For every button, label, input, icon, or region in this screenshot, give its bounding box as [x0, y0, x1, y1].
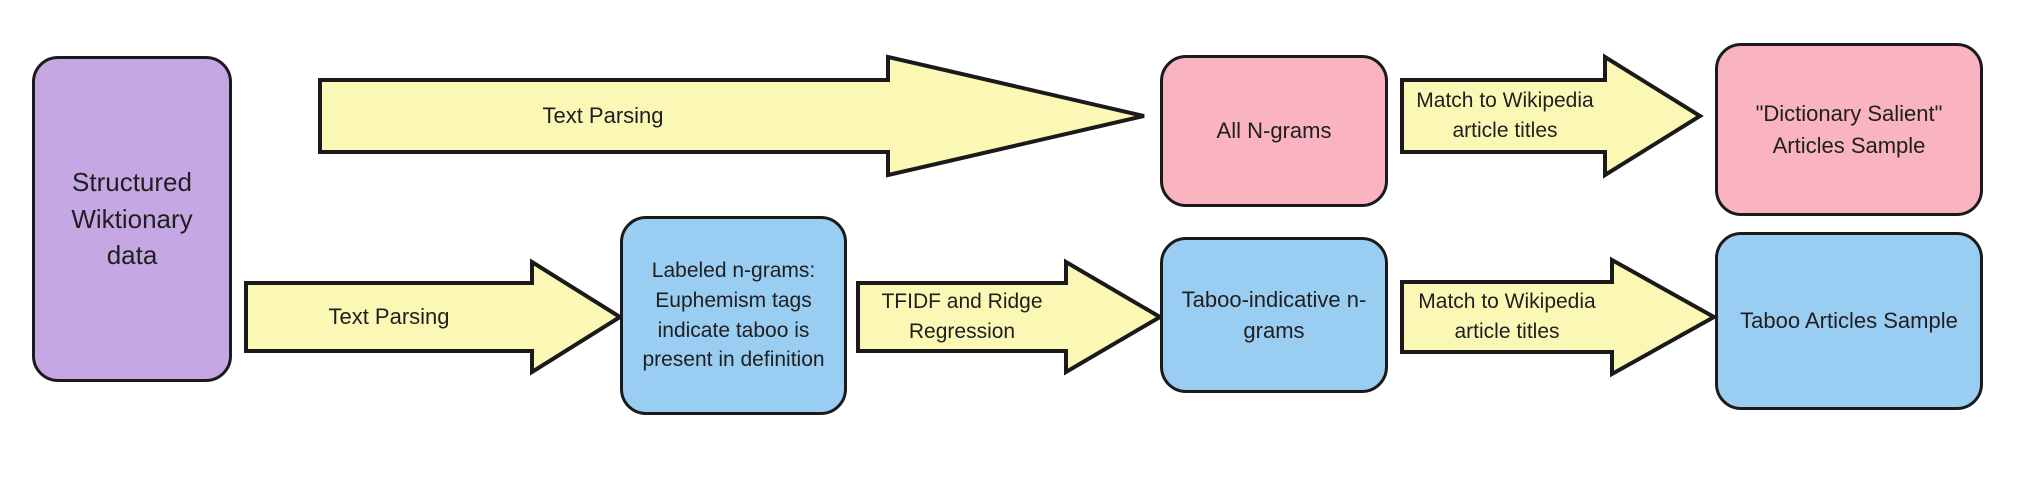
node-taboo-indicative-n-grams[interactable]: Taboo-indicative n- grams [1160, 237, 1388, 393]
node-taboo-indicative-n-grams-label: Taboo-indicative n- grams [1181, 286, 1367, 343]
arrow-text-parsing-bottom-shape [244, 258, 624, 376]
node-labeled-n-grams[interactable]: Labeled n-grams: Euphemism tags indicate… [620, 216, 847, 415]
arrow-match-wikipedia-bottom-shape [1400, 256, 1719, 378]
node-all-n-grams[interactable]: All N-grams [1160, 55, 1388, 207]
arrow-tfidf-ridge[interactable]: TFIDF and Ridge Regression [856, 258, 1164, 376]
node-taboo-articles-sample[interactable]: Taboo Articles Sample [1715, 232, 1983, 410]
node-structured-wiktionary-data[interactable]: Structured Wiktionary data [32, 56, 232, 382]
node-taboo-articles-sample-label: Taboo Articles Sample [1740, 308, 1958, 334]
node-labeled-n-grams-label: Labeled n-grams: Euphemism tags indicate… [642, 258, 825, 372]
arrow-match-wikipedia-top-shape [1400, 53, 1704, 179]
node-dictionary-salient-articles-sample-label: "Dictionary Salient" Articles Sample [1755, 101, 1943, 158]
arrow-match-wikipedia-bottom[interactable]: Match to Wikipedia article titles [1400, 256, 1719, 378]
node-structured-wiktionary-data-label: Structured Wiktionary data [71, 166, 193, 271]
arrow-text-parsing-top[interactable]: Text Parsing [318, 54, 1146, 178]
arrow-text-parsing-bottom[interactable]: Text Parsing [244, 258, 624, 376]
arrow-match-wikipedia-top[interactable]: Match to Wikipedia article titles [1400, 53, 1704, 179]
arrow-tfidf-ridge-shape [856, 258, 1164, 376]
node-dictionary-salient-articles-sample[interactable]: "Dictionary Salient" Articles Sample [1715, 43, 1983, 216]
node-all-n-grams-label: All N-grams [1216, 118, 1332, 144]
arrow-text-parsing-top-shape [318, 54, 1145, 178]
